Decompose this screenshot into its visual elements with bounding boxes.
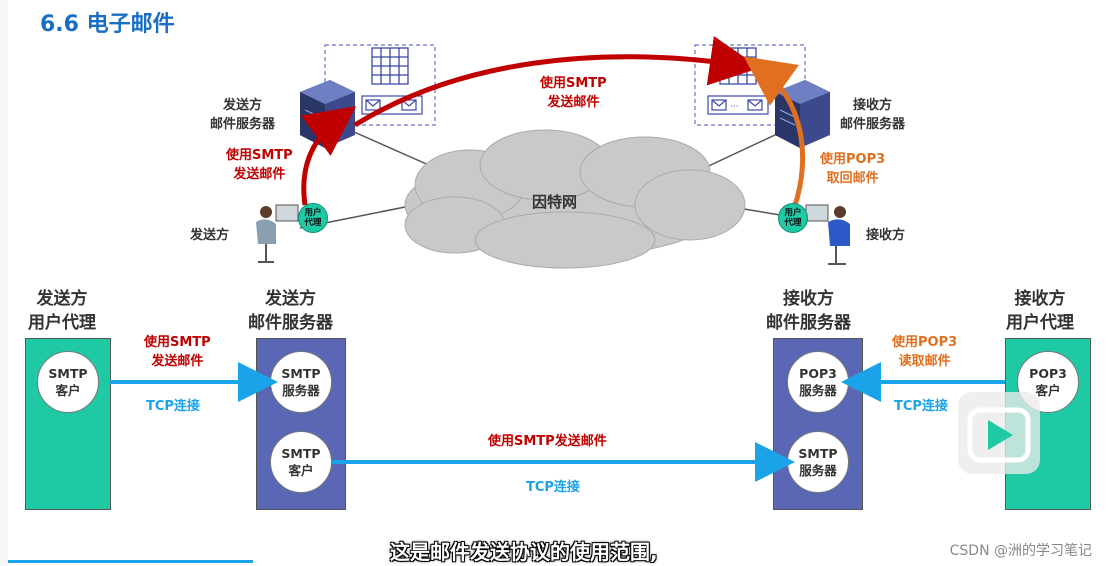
label-line: 使用POP3 <box>892 335 958 350</box>
arrow-transfer-label: 使用SMTP 发送邮件 <box>540 74 607 112</box>
receiver-server-label: 接收方 邮件服务器 <box>840 96 905 134</box>
label-line: 使用POP3 <box>820 152 886 167</box>
title-line: 用户代理 <box>28 313 96 333</box>
label-line: 使用SMTP <box>144 335 211 350</box>
receiver-user-agent-badge: 用户 代理 <box>778 203 808 233</box>
title-line: 发送方 <box>265 289 316 309</box>
receiver-server-title: 接收方 邮件服务器 <box>766 287 851 335</box>
top-diagram-graphics: ··· ··· <box>256 36 850 269</box>
sender-user-agent-badge: 用户 代理 <box>298 203 328 233</box>
circle-line: 客户 <box>288 463 314 478</box>
title-line: 用户代理 <box>1006 313 1074 333</box>
arrow-sender-upload <box>301 106 357 206</box>
receiver-label: 接收方 <box>866 228 906 243</box>
svg-text:···: ··· <box>730 102 739 112</box>
label-line: 发送邮件 <box>151 354 204 369</box>
internet-cloud <box>404 129 746 269</box>
left-margin-bar <box>0 0 8 566</box>
title-line: 邮件服务器 <box>766 313 851 333</box>
circle-line: POP3 <box>799 366 837 381</box>
badge-line-2: 代理 <box>304 218 322 228</box>
link2-label: 使用SMTP发送邮件 <box>488 434 607 449</box>
receiver-agent-title: 接收方 用户代理 <box>1006 287 1074 335</box>
link3-label: 使用POP3 读取邮件 <box>892 333 957 371</box>
arrow-upload-label: 使用SMTP 发送邮件 <box>226 146 293 184</box>
title-line: 接收方 <box>783 289 834 309</box>
mail-queue-icon: ··· <box>707 95 769 115</box>
circle-line: SMTP <box>798 446 838 461</box>
smtp-client-circle-2: SMTP 客户 <box>270 431 332 493</box>
smtp-client-circle: SMTP 客户 <box>37 351 99 413</box>
video-subtitle: 这是邮件发送协议的使用范围, <box>390 540 658 564</box>
title-line: 邮件服务器 <box>248 313 333 333</box>
link3-conn-label: TCP连接 <box>894 399 948 414</box>
badge-line-2: 代理 <box>784 218 802 228</box>
sender-person-icon <box>256 204 299 263</box>
sender-server-label: 发送方 邮件服务器 <box>210 96 275 134</box>
label-line: 使用SMTP <box>226 148 293 163</box>
sender-label: 发送方 <box>190 228 230 243</box>
video-play-button[interactable] <box>958 392 1040 474</box>
circle-line: 服务器 <box>282 383 320 398</box>
circle-line: SMTP <box>281 446 321 461</box>
internet-label: 因特网 <box>532 193 578 211</box>
circle-line: 客户 <box>1035 383 1061 398</box>
label-line: 发送邮件 <box>547 95 600 110</box>
slide-title: 6.6 电子邮件 <box>40 12 175 37</box>
progress-underline <box>8 560 253 563</box>
sender-server-title: 发送方 邮件服务器 <box>248 287 333 335</box>
link1-conn-label: TCP连接 <box>146 399 200 414</box>
sender-server-icon <box>300 80 355 148</box>
arrow-retrieve-label: 使用POP3 取回邮件 <box>820 150 885 188</box>
label-line: 取回邮件 <box>826 171 879 186</box>
bottom-connection-arrows <box>110 362 1005 482</box>
circle-line: SMTP <box>281 366 321 381</box>
sender-agent-title: 发送方 用户代理 <box>28 287 96 335</box>
smtp-server-circle-2: SMTP 服务器 <box>787 431 849 493</box>
label-line: 使用SMTP <box>540 76 607 91</box>
label-line: 发送邮件 <box>233 167 286 182</box>
circle-line: 客户 <box>55 383 81 398</box>
circle-line: SMTP <box>48 366 88 381</box>
badge-line-1: 用户 <box>784 208 802 218</box>
arrow-receiver-retrieve <box>743 56 806 206</box>
label-line: 发送方 <box>223 98 263 113</box>
badge-line-1: 用户 <box>304 208 322 218</box>
watermark: CSDN @洲的学习笔记 <box>949 543 1092 559</box>
label-line: 邮件服务器 <box>840 117 906 132</box>
circle-line: POP3 <box>1029 366 1067 381</box>
link2-conn-label: TCP连接 <box>526 480 580 495</box>
circle-line: 服务器 <box>799 463 837 478</box>
label-line: 邮件服务器 <box>210 117 276 132</box>
circle-line: 服务器 <box>799 383 837 398</box>
link1-label: 使用SMTP 发送邮件 <box>144 333 211 371</box>
label-line: 读取邮件 <box>898 354 951 369</box>
title-line: 接收方 <box>1014 289 1066 309</box>
title-line: 发送方 <box>36 289 88 309</box>
play-icon <box>967 407 1031 463</box>
arrow-server-transfer <box>353 36 760 128</box>
label-line: 接收方 <box>853 98 893 113</box>
grid-icon <box>371 47 409 85</box>
receiver-person-icon <box>805 204 850 265</box>
